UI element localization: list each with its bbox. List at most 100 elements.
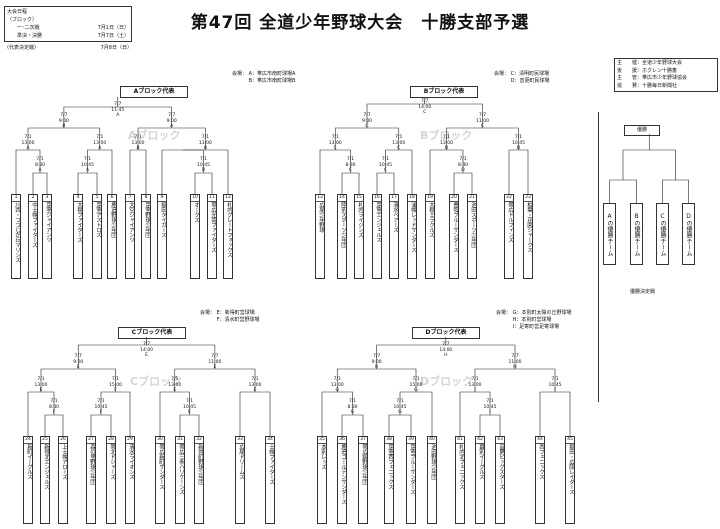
team-name: 西フェニックス bbox=[538, 444, 544, 479]
team-number: 29 bbox=[126, 437, 134, 444]
final-winner-box: 優勝 bbox=[624, 125, 660, 136]
venue-line: B：帯広市南町球場B bbox=[248, 78, 296, 84]
team-number: 45 bbox=[566, 437, 574, 444]
venue-line: G：本別町太陽の丘野球場 bbox=[512, 310, 572, 316]
team-number: 37 bbox=[359, 437, 367, 444]
team-number: 11 bbox=[208, 195, 216, 202]
schedule-round: 準決・決勝 bbox=[17, 33, 43, 39]
bracket-line bbox=[239, 391, 271, 436]
bracket-line bbox=[77, 172, 98, 194]
team-name: 芽室ブルーサンダース bbox=[409, 444, 415, 494]
schedule-sublabel: （ブロック） bbox=[7, 17, 38, 23]
team-name: 帯広ドルフィンズ bbox=[507, 202, 513, 242]
block-c-watermark: Cブロック bbox=[130, 375, 183, 388]
team-name: 幕別イーグルス bbox=[478, 444, 484, 479]
team-number: 30 bbox=[156, 437, 164, 444]
bracket-line bbox=[194, 172, 213, 194]
schedule-round: 一･二次戦 bbox=[17, 25, 40, 31]
team-number: 17 bbox=[390, 195, 398, 202]
final-team: Aの優勝チーム bbox=[603, 203, 616, 265]
team-name: 陸別スポーツ少年団 bbox=[340, 202, 346, 247]
team-number: 32 bbox=[195, 437, 203, 444]
team-name: 清水ライオンズ bbox=[128, 444, 134, 479]
venue-line: I：足寄町営足寄球場 bbox=[512, 324, 560, 330]
team-number: 4 bbox=[74, 195, 82, 202]
team-name: 中士幌ファイターズ bbox=[31, 202, 37, 247]
block-c-header: Cブロック代表 bbox=[118, 327, 186, 339]
team-name: 士幌ファイターズ bbox=[268, 444, 274, 484]
team-number: 19 bbox=[426, 195, 434, 202]
team-number: 10 bbox=[191, 195, 199, 202]
team-number: 18 bbox=[408, 195, 416, 202]
team-name: 帯広錦野球少年団 bbox=[361, 444, 367, 484]
team-name: 清水ベアーズ bbox=[392, 202, 398, 232]
bracket-line bbox=[44, 414, 64, 436]
schedule-date: 7月1日（日） bbox=[97, 25, 129, 31]
schedule-final-round: （代表決定戦） bbox=[4, 45, 40, 51]
final-caption: 優勝決定戦 bbox=[630, 289, 656, 295]
team-name: 上士幌アローズ bbox=[61, 444, 67, 479]
team-number: 12 bbox=[224, 195, 232, 202]
team-number: 3 bbox=[43, 195, 51, 202]
team-number: 39 bbox=[407, 437, 415, 444]
team-name: 札内北フェニックス bbox=[458, 444, 464, 489]
final-team: Dの優勝チーム bbox=[682, 203, 695, 265]
team-name: 浦幌レッドサンダース bbox=[410, 202, 416, 252]
bracket-line bbox=[179, 414, 200, 436]
team-number: 27 bbox=[87, 437, 95, 444]
team-number: 42 bbox=[476, 437, 484, 444]
team-number: 6 bbox=[108, 195, 116, 202]
team-number: 7 bbox=[126, 195, 134, 202]
team-name: 大樹ファイターズ bbox=[76, 202, 82, 242]
team-name: オークス bbox=[193, 202, 199, 222]
team-number: 33 bbox=[236, 437, 244, 444]
bracket-line bbox=[479, 414, 501, 436]
team-name: 広尾少年野球 bbox=[318, 202, 324, 232]
team-number: 22 bbox=[505, 195, 513, 202]
team-name: 新得町野球少年団 bbox=[197, 444, 203, 484]
schedule-final-date: 7月8日（日） bbox=[100, 45, 132, 51]
team-number: 44 bbox=[536, 437, 544, 444]
team-number: 8 bbox=[142, 195, 150, 202]
team-name: 池田スポーツ少年団 bbox=[470, 202, 476, 247]
section-divider bbox=[598, 112, 599, 402]
team-name: 池田野球少年団 bbox=[430, 444, 436, 479]
